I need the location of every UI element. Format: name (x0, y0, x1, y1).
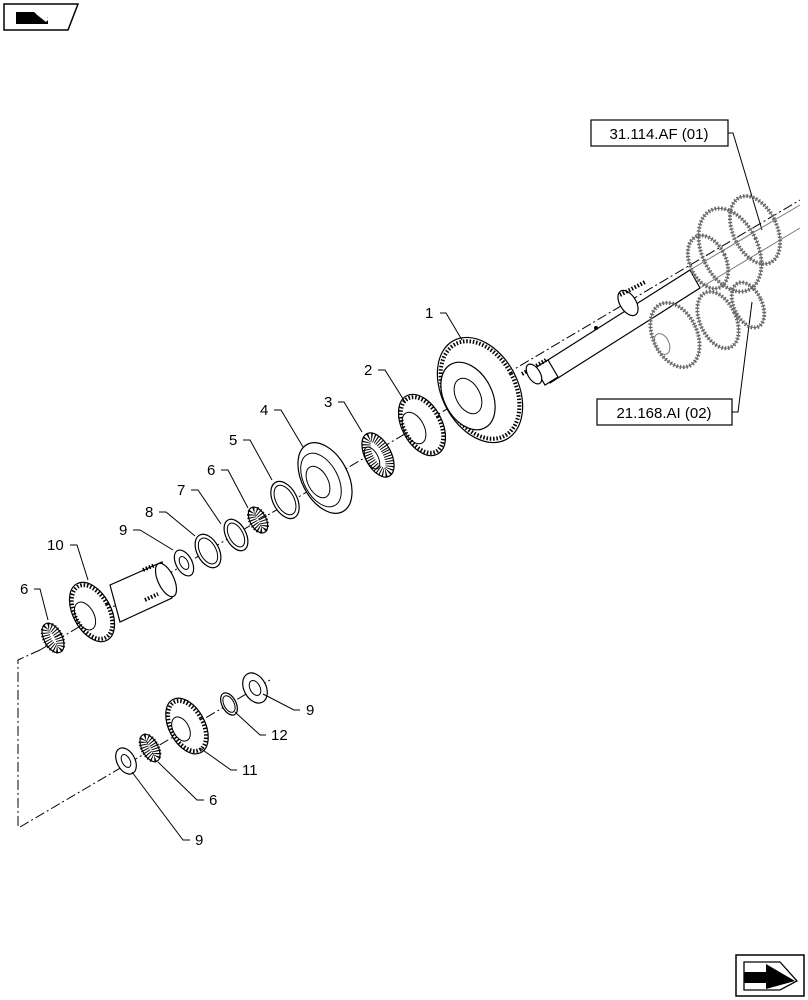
part-9-washer-upper[interactable] (170, 547, 197, 579)
reference-box-upper[interactable]: 31.114.AF (01) (590, 119, 763, 231)
part-2-gear[interactable] (389, 386, 455, 463)
reference-label-lower: 21.168.AI (02) (616, 405, 711, 422)
part-6-needle-bearing-lower[interactable] (136, 731, 164, 765)
axis-connector-line (17, 649, 41, 827)
callout-8[interactable]: 8 (145, 504, 153, 521)
callout-labels: 1 2 3 4 5 6 7 8 9 10 6 9 12 11 6 9 (20, 305, 433, 849)
callout-leaders (34, 312, 463, 841)
part-1-synchronizer[interactable] (420, 323, 540, 458)
callout-3[interactable]: 3 (324, 394, 332, 411)
part-5-snap-ring[interactable] (265, 477, 305, 524)
callout-12[interactable]: 12 (271, 727, 288, 744)
callout-5[interactable]: 5 (229, 432, 237, 449)
callout-1[interactable]: 1 (425, 305, 433, 322)
callout-2[interactable]: 2 (364, 362, 372, 379)
callout-6-upper[interactable]: 6 (207, 462, 215, 479)
part-10-gear-hub[interactable] (60, 560, 181, 649)
callout-10[interactable]: 10 (47, 537, 64, 554)
part-12-snap-ring[interactable] (217, 690, 241, 718)
callout-6-lower[interactable]: 6 (209, 792, 217, 809)
part-9-washer-right[interactable] (238, 669, 272, 708)
callout-7[interactable]: 7 (177, 482, 185, 499)
machine-category-icon[interactable] (3, 3, 80, 31)
part-9-washer-lower[interactable] (111, 744, 140, 777)
part-7-snap-ring[interactable] (219, 515, 253, 554)
callout-9-upper[interactable]: 9 (119, 522, 127, 539)
callout-4[interactable]: 4 (260, 402, 268, 419)
callout-11[interactable]: 11 (242, 762, 258, 779)
part-3-needle-bearing[interactable] (355, 428, 400, 483)
main-shaft-assembly (520, 194, 801, 386)
part-6-needle-bearing-upper[interactable] (244, 504, 271, 536)
part-4-ball-bearing[interactable] (287, 434, 363, 523)
callout-6-left[interactable]: 6 (20, 581, 28, 598)
reference-box-lower[interactable]: 21.168.AI (02) (596, 301, 753, 426)
part-11-gear[interactable] (157, 691, 217, 761)
callout-9-right[interactable]: 9 (306, 702, 314, 719)
part-6-needle-bearing-left[interactable] (38, 620, 69, 657)
callout-9-lower[interactable]: 9 (195, 832, 203, 849)
navigation-arrow-icon[interactable] (735, 954, 805, 997)
reference-label-upper: 31.114.AF (01) (610, 126, 709, 143)
part-8-snap-ring[interactable] (190, 530, 226, 572)
